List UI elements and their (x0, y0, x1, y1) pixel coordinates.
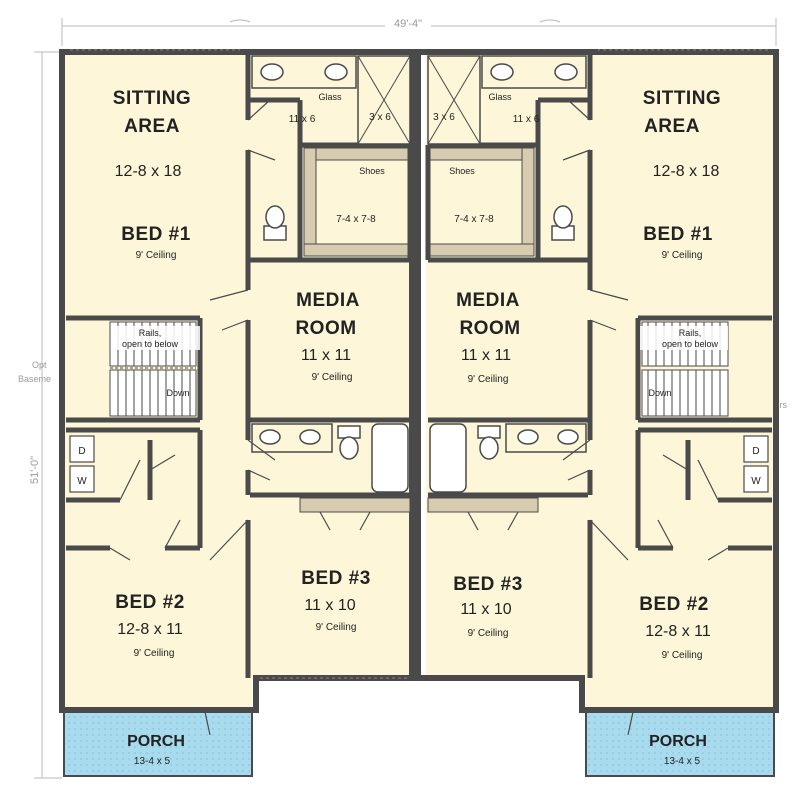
porch-title: PORCH (649, 733, 707, 750)
bed3-ceiling: 9' Ceiling (316, 622, 357, 633)
unit-left (59, 49, 415, 777)
shower-x (357, 55, 411, 145)
porch-dims: 13-4 x 5 (134, 756, 171, 767)
sitting-area-title-2: AREA (124, 116, 180, 137)
sitting-area-title: SITTING (643, 88, 721, 109)
bed2-dims: 12-8 x 11 (645, 623, 711, 640)
bed3-title: BED #3 (301, 568, 371, 589)
bed3-title: BED #3 (453, 574, 523, 595)
porch-dims: 13-4 x 5 (664, 756, 701, 767)
closet-shelf (303, 147, 317, 257)
bed2-title: BED #2 (115, 592, 185, 613)
stairs-down-label: Down (166, 388, 189, 398)
sitting-area-title-2: AREA (644, 116, 700, 137)
glass-label: Glass (318, 92, 342, 102)
glass-label: Glass (488, 92, 512, 102)
dryer-label: D (752, 446, 759, 457)
toilet-icon (337, 425, 361, 460)
closet-shelf (299, 497, 411, 513)
sink-icon (260, 63, 284, 81)
bed2-dims: 12-8 x 11 (117, 621, 183, 638)
shoes-label: Shoes (359, 166, 385, 176)
overall-width-label: 49'-4" (394, 18, 422, 30)
wic-dims: 7-4 x 7-8 (454, 214, 494, 225)
bed1-ceiling: 9' Ceiling (662, 250, 703, 261)
closet-dims: 3 x 6 (369, 112, 391, 123)
media-room-title-2: ROOM (295, 318, 356, 339)
bed2-title: BED #2 (639, 594, 709, 615)
washer-icon (69, 465, 95, 493)
rails-note: Rails, (679, 328, 702, 338)
sink-icon (299, 429, 321, 445)
bed1-title: BED #1 (643, 224, 713, 245)
side-note-left-bottom: Baseme (18, 374, 51, 384)
door-swings (109, 99, 371, 736)
washer-label: W (751, 476, 761, 487)
unit-right-labels: SITTING AREA 12-8 x 18 BED #1 9' Ceiling… (433, 88, 761, 767)
media-room-title: MEDIA (456, 290, 520, 311)
rails-note-2: open to below (122, 339, 179, 349)
rails-note-2: open to below (662, 339, 719, 349)
width-label-bg (385, 14, 431, 30)
media-room-ceiling: 9' Ceiling (312, 372, 353, 383)
media-room-title-2: ROOM (459, 318, 520, 339)
bed3-dims: 11 x 10 (304, 597, 355, 614)
unit-floor-lower (62, 680, 252, 710)
bed3-dims: 11 x 10 (460, 601, 511, 618)
bed2-ceiling: 9' Ceiling (662, 650, 703, 661)
sitting-area-dims: 12-8 x 18 (115, 163, 182, 180)
closet-dims: 3 x 6 (433, 112, 455, 123)
media-room-ceiling: 9' Ceiling (468, 374, 509, 385)
bath-dims: 11 x 6 (513, 114, 540, 125)
unit-right (415, 49, 779, 777)
bed1-ceiling: 9' Ceiling (136, 250, 177, 261)
dryer-label: D (78, 446, 85, 457)
closet-shelf (303, 147, 409, 161)
closet-shelf (303, 243, 409, 257)
rails-note-bg (112, 326, 200, 350)
unit-left-labels: SITTING AREA 12-8 x 18 BED #1 9' Ceiling… (77, 88, 391, 767)
media-room-title: MEDIA (296, 290, 360, 311)
washer-label: W (77, 476, 87, 487)
overall-depth-dimension (34, 51, 62, 779)
sitting-area-dims: 12-8 x 18 (653, 163, 720, 180)
toilet-icon (263, 205, 287, 241)
sink-icon (259, 429, 281, 445)
stairs-down-label: Down (648, 388, 671, 398)
overall-depth-label: 51'-0" (29, 456, 41, 484)
porch-title: PORCH (127, 733, 185, 750)
sitting-area-title: SITTING (113, 88, 191, 109)
bed2-ceiling: 9' Ceiling (134, 648, 175, 659)
side-note-left-top: Opt (32, 360, 47, 370)
rails-note: Rails, (139, 328, 162, 338)
porch-area (63, 711, 253, 777)
dryer-icon (69, 435, 95, 463)
rails-note-bg (640, 326, 728, 350)
wic-dims: 7-4 x 7-8 (336, 214, 376, 225)
bath-dims: 11 x 6 (289, 114, 316, 125)
media-room-dims: 11 x 11 (461, 347, 511, 364)
bathtub-icon (371, 423, 409, 493)
bed1-title: BED #1 (121, 224, 191, 245)
media-room-dims: 11 x 11 (301, 347, 351, 364)
bed3-ceiling: 9' Ceiling (468, 628, 509, 639)
shoes-label: Shoes (449, 166, 475, 176)
sink-icon (324, 63, 348, 81)
party-wall (410, 50, 420, 680)
